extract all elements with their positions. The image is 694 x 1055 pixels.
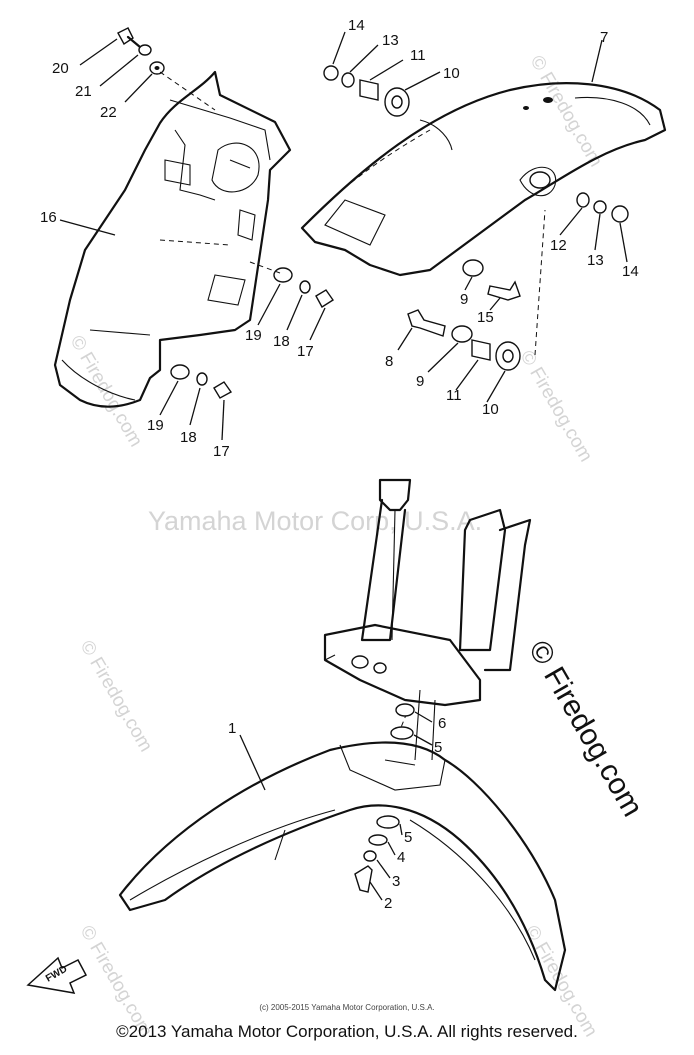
label-18-lower: 18 xyxy=(180,429,197,446)
label-14-right: 14 xyxy=(622,263,639,280)
label-19-upper: 19 xyxy=(245,327,262,344)
part-21-washer xyxy=(138,44,152,56)
part-14-nut-right xyxy=(611,205,629,223)
label-2: 2 xyxy=(384,895,392,912)
part-4-washer xyxy=(368,834,388,846)
part-2-bolt xyxy=(354,865,373,893)
small-copyright: (c) 2005-2015 Yamaha Motor Corporation, … xyxy=(259,1003,435,1012)
part-1-front-fender xyxy=(118,741,567,992)
part-17-bolt-lower xyxy=(213,381,233,399)
part-11-collar-upper xyxy=(359,79,379,101)
part-9-washer-lower xyxy=(451,325,473,343)
label-11-upper: 11 xyxy=(410,47,426,64)
watermark-firedog-1: © Firedog.com xyxy=(66,332,147,451)
part-9-washer-upper xyxy=(462,259,484,277)
part-5-collar-upper xyxy=(390,726,414,740)
label-21: 21 xyxy=(75,83,92,100)
part-12-washer xyxy=(576,192,590,208)
label-13-right: 13 xyxy=(587,252,604,269)
watermark-firedog-2: © Firedog.com xyxy=(76,637,157,756)
part-11-collar-lower xyxy=(471,339,491,361)
label-15: 15 xyxy=(477,309,494,326)
label-10-upper: 10 xyxy=(443,65,460,82)
part-14-nut-upper xyxy=(323,65,339,81)
part-13-washer-upper xyxy=(341,72,355,88)
part-18-washer-upper xyxy=(299,280,311,294)
watermark-firedog-dark: © Firedog.com xyxy=(522,635,649,822)
label-17-upper: 17 xyxy=(297,343,314,360)
label-5-lower: 5 xyxy=(404,829,412,846)
label-7: 7 xyxy=(600,29,608,46)
front-fork-assembly xyxy=(323,478,532,761)
watermark-firedog-4: © Firedog.com xyxy=(516,347,597,466)
label-11-lower: 11 xyxy=(446,387,462,404)
label-13-upper: 13 xyxy=(382,32,399,49)
label-12: 12 xyxy=(550,237,567,254)
label-20: 20 xyxy=(52,60,69,77)
part-3-washer xyxy=(363,850,377,862)
part-18-washer-lower xyxy=(196,372,208,386)
callout-labels: 20 21 22 16 19 18 17 19 18 17 14 13 11 1… xyxy=(40,17,639,912)
part-19-washer-lower xyxy=(170,364,190,380)
part-13-washer-right xyxy=(593,200,607,214)
label-6: 6 xyxy=(438,715,446,732)
label-3: 3 xyxy=(392,873,400,890)
label-4: 4 xyxy=(397,849,405,866)
label-8: 8 xyxy=(385,353,393,370)
fwd-arrow-icon: FWD xyxy=(26,956,88,994)
label-5-upper: 5 xyxy=(434,739,442,756)
label-19-lower: 19 xyxy=(147,417,164,434)
part-8-bolt xyxy=(407,309,446,337)
part-5-collar-lower xyxy=(376,815,400,829)
part-6-washer xyxy=(395,703,415,717)
label-9-upper: 9 xyxy=(460,291,468,308)
label-16: 16 xyxy=(40,209,57,226)
label-1: 1 xyxy=(228,720,236,737)
part-16-bracket xyxy=(53,70,292,408)
watermark-center: Yamaha Motor Corp, U.S.A. xyxy=(148,506,482,536)
label-17-lower: 17 xyxy=(213,443,230,460)
label-18-upper: 18 xyxy=(273,333,290,350)
label-10-lower: 10 xyxy=(482,401,499,418)
label-22: 22 xyxy=(100,104,117,121)
part-7-rear-fender xyxy=(300,82,667,356)
label-9-lower: 9 xyxy=(416,373,424,390)
label-14-upper: 14 xyxy=(348,17,365,34)
part-20-bolt xyxy=(117,27,142,49)
copyright-footer: ©2013 Yamaha Motor Corporation, U.S.A. A… xyxy=(116,1022,578,1041)
watermark-firedog-3: © Firedog.com xyxy=(526,52,607,171)
part-15-bolt xyxy=(487,280,521,301)
leader-lines xyxy=(59,31,628,901)
part-17-bolt-upper xyxy=(315,289,334,308)
part-19-washer-upper xyxy=(273,267,293,283)
